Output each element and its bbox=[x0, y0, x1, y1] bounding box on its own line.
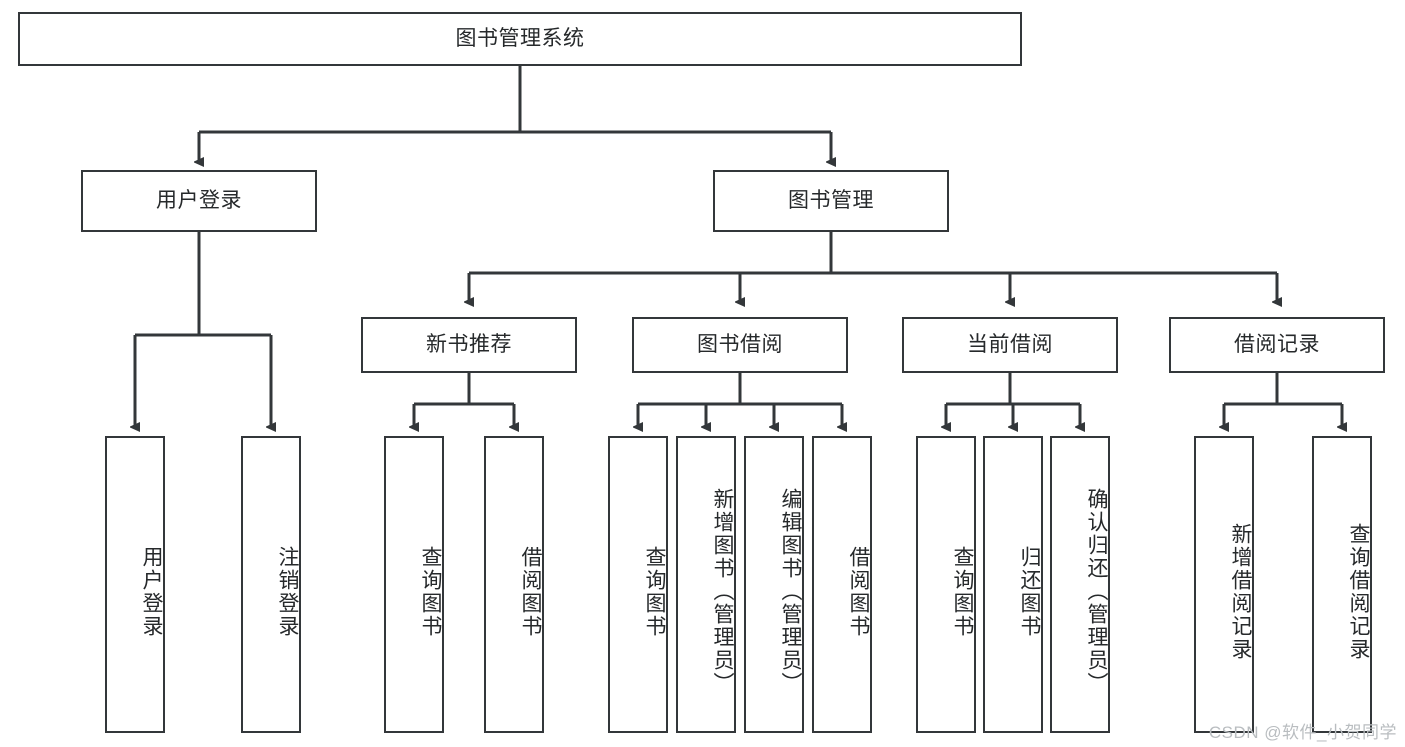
node-book-management[interactable]: 图书管理 bbox=[713, 170, 949, 232]
node-new-book-recommend[interactable]: 新书推荐 bbox=[361, 317, 577, 373]
leaf-current-confirm-return[interactable]: 确认归还（管理员） bbox=[1050, 436, 1110, 733]
node-book-borrow[interactable]: 图书借阅 bbox=[632, 317, 848, 373]
leaf-current-return-book[interactable]: 归还图书 bbox=[983, 436, 1043, 733]
node-borrow-record-label: 借阅记录 bbox=[1234, 333, 1320, 357]
leaf-label: 查询图书 bbox=[951, 545, 974, 638]
leaf-label: 注销登录 bbox=[276, 545, 299, 638]
node-borrow-record[interactable]: 借阅记录 bbox=[1169, 317, 1385, 373]
leaf-new-book-borrow[interactable]: 借阅图书 bbox=[484, 436, 544, 733]
leaf-borrow-borrow-book[interactable]: 借阅图书 bbox=[812, 436, 872, 733]
leaf-label: 归还图书 bbox=[1018, 545, 1041, 638]
leaf-user-login-logout[interactable]: 注销登录 bbox=[241, 436, 301, 733]
leaf-label: 查询借阅记录 bbox=[1347, 522, 1370, 661]
node-book-borrow-label: 图书借阅 bbox=[697, 333, 783, 357]
leaf-label: 借阅图书 bbox=[519, 545, 542, 638]
leaf-record-query[interactable]: 查询借阅记录 bbox=[1312, 436, 1372, 733]
node-current-borrow[interactable]: 当前借阅 bbox=[902, 317, 1118, 373]
leaf-current-query-book[interactable]: 查询图书 bbox=[916, 436, 976, 733]
leaf-user-login-login[interactable]: 用户登录 bbox=[105, 436, 165, 733]
node-root[interactable]: 图书管理系统 bbox=[18, 12, 1022, 66]
leaf-label: 查询图书 bbox=[643, 545, 666, 638]
node-user-login-label: 用户登录 bbox=[156, 189, 242, 213]
node-current-borrow-label: 当前借阅 bbox=[967, 333, 1053, 357]
leaf-label: 查询图书 bbox=[419, 545, 442, 638]
leaf-record-add[interactable]: 新增借阅记录 bbox=[1194, 436, 1254, 733]
node-new-book-recommend-label: 新书推荐 bbox=[426, 333, 512, 357]
leaf-new-book-query[interactable]: 查询图书 bbox=[384, 436, 444, 733]
leaf-borrow-add-book[interactable]: 新增图书（管理员） bbox=[676, 436, 736, 733]
node-root-label: 图书管理系统 bbox=[455, 27, 585, 51]
node-user-login[interactable]: 用户登录 bbox=[81, 170, 317, 232]
leaf-label: 用户登录 bbox=[140, 545, 163, 638]
leaf-label: 编辑图书（管理员） bbox=[779, 488, 802, 695]
leaf-borrow-edit-book[interactable]: 编辑图书（管理员） bbox=[744, 436, 804, 733]
leaf-borrow-query-book[interactable]: 查询图书 bbox=[608, 436, 668, 733]
leaf-label: 确认归还（管理员） bbox=[1085, 488, 1108, 695]
leaf-label: 借阅图书 bbox=[847, 545, 870, 638]
leaf-label: 新增图书（管理员） bbox=[711, 488, 734, 695]
watermark-text: CSDN @软件_小贺同学 bbox=[1208, 723, 1397, 742]
node-book-management-label: 图书管理 bbox=[788, 189, 874, 213]
leaf-label: 新增借阅记录 bbox=[1229, 522, 1252, 661]
